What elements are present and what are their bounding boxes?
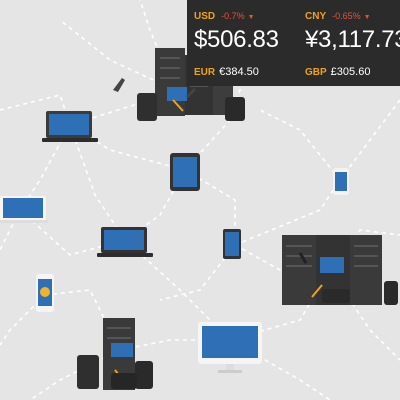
price-eur: €384.50: [219, 66, 259, 78]
currency-code-gbp: GBP: [305, 67, 327, 78]
tablet-icon: [170, 153, 200, 191]
down-arrow-icon: ▼: [247, 14, 255, 21]
pickaxe-icon: [110, 75, 128, 100]
tablet-center: [170, 153, 202, 198]
change-usd: -0.7%: [221, 11, 245, 21]
phone-icon: [333, 168, 349, 195]
server-rack-icon: [77, 318, 153, 390]
laptop-left-upper: [42, 110, 98, 149]
server-rack-icon: [282, 235, 398, 305]
phone-bitcoin-icon: [36, 274, 54, 312]
gbp-block: GBP£305.60: [305, 62, 370, 80]
monitor-bottom: [198, 322, 264, 379]
usd-block: USD -0.7%▼ $506.83: [194, 6, 279, 54]
laptop-left-middle: [0, 195, 50, 230]
server-rack-right: [282, 233, 400, 313]
down-arrow-icon: ▼: [363, 14, 371, 21]
server-rack-bottom: [75, 315, 155, 398]
laptop-icon: [97, 227, 153, 257]
monitor-icon: [198, 322, 262, 373]
laptop-center: [97, 226, 153, 265]
currency-code-cny: CNY: [305, 11, 327, 22]
phone-right: [333, 168, 351, 201]
change-cny: -0.65%: [332, 11, 361, 21]
tablet-icon: [223, 229, 241, 259]
price-gbp: £305.60: [330, 66, 371, 78]
price-cny: ¥3,117.73: [305, 26, 400, 53]
phone-bitcoin: [36, 274, 56, 319]
laptop-icon: [42, 111, 98, 142]
cny-block: CNY -0.65%▼ ¥3,117.73: [305, 6, 400, 54]
currency-code-eur: EUR: [194, 67, 216, 78]
eur-block: EUR€384.50: [194, 62, 259, 80]
price-usd: $506.83: [194, 26, 279, 53]
laptop-icon: [0, 196, 48, 223]
tablet-small-center: [223, 229, 243, 266]
currency-code-usd: USD: [194, 11, 216, 22]
price-ticker: USD-0.7%▼ $506.83 CNY-0.65%▼ ¥3,117.73 E…: [187, 0, 400, 86]
